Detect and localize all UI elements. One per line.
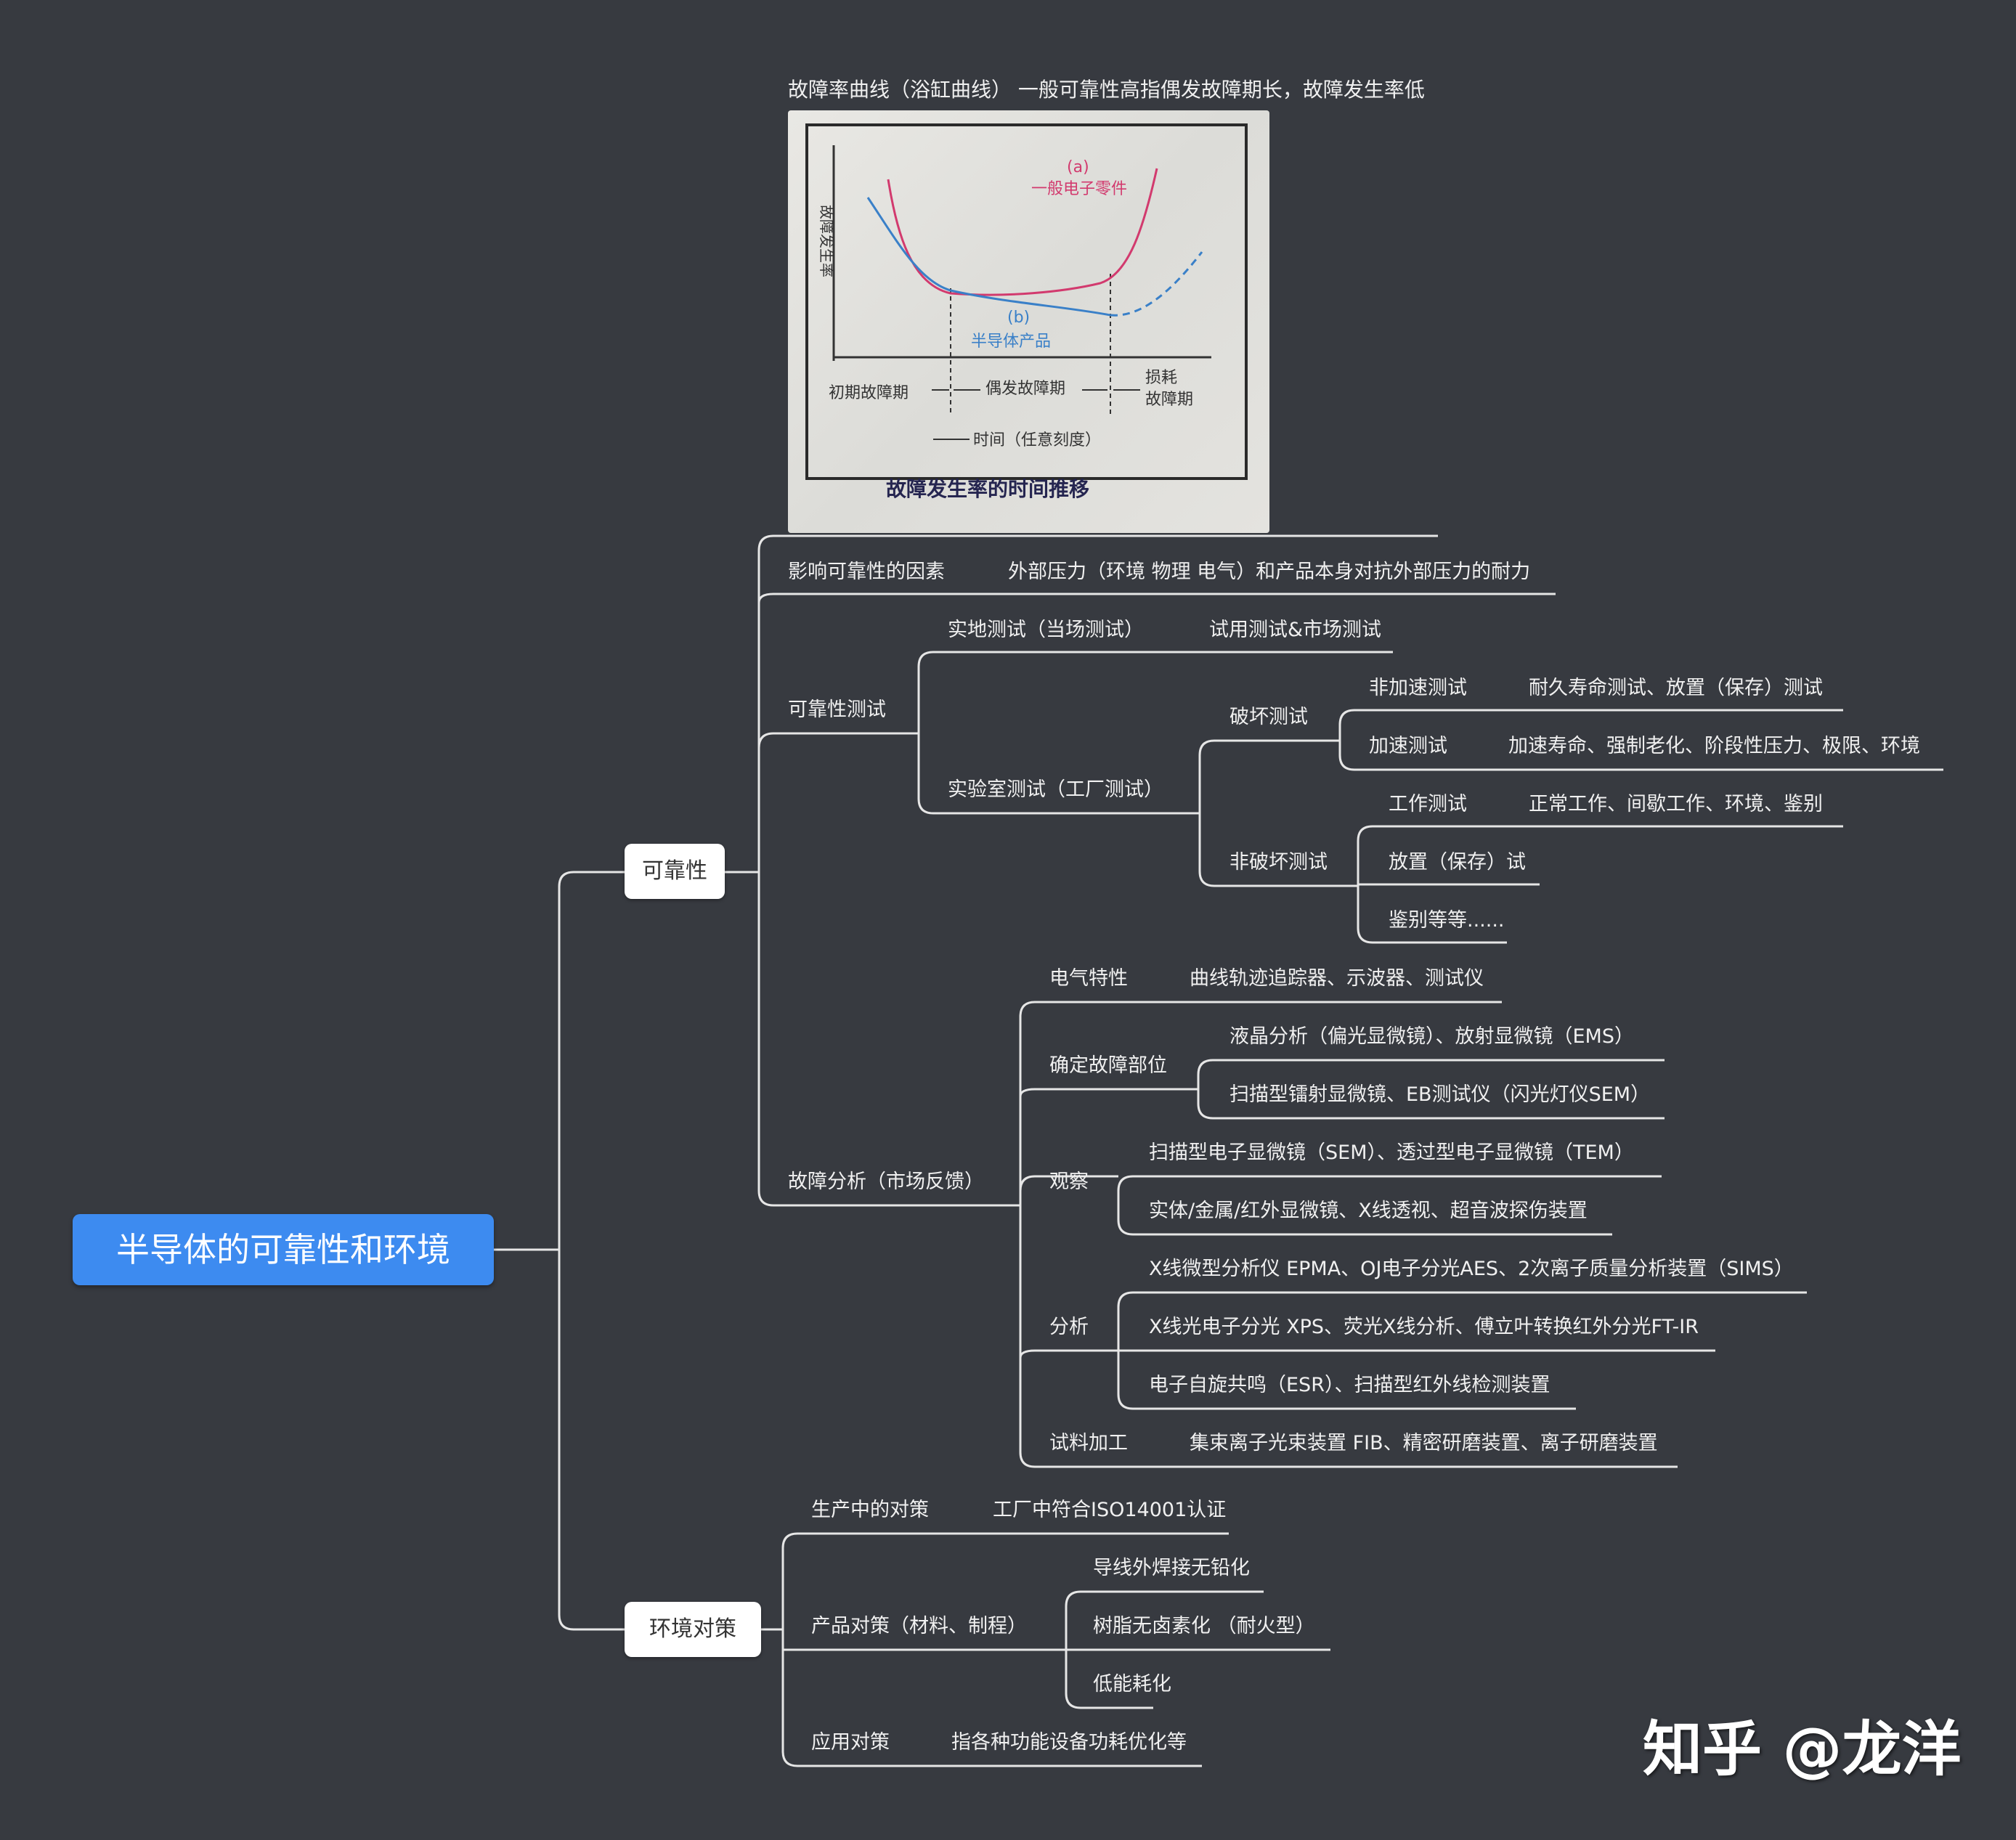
failure-analysis-label[interactable]: 故障分析（市场反馈）: [788, 1171, 984, 1193]
accel-label[interactable]: 加速测试: [1369, 735, 1447, 757]
phase-initial-label: 初期故障期: [829, 384, 909, 402]
observe-label[interactable]: 观察: [1049, 1171, 1089, 1193]
bathtub-curve-image: (a) 一般电子零件 (b) 半导体产品 故障发生率 初期故障期 偶发故障期 损…: [788, 110, 1269, 533]
analysis-label[interactable]: 分析: [1049, 1316, 1089, 1338]
application-desc[interactable]: 指各种功能设备功耗优化等: [951, 1731, 1187, 1754]
locate-item-1[interactable]: 液晶分析（偏光显微镜）、放射显微镜（EMS）: [1229, 1025, 1634, 1048]
analysis-item-1[interactable]: X线微型分析仪 EPMA、OJ电子分光AES、2次离子质量分析装置（SIMS）: [1149, 1258, 1794, 1280]
factors-label[interactable]: 影响可靠性的因素: [788, 561, 945, 583]
topic-reliability[interactable]: 可靠性: [625, 844, 725, 899]
root-topic[interactable]: 半导体的可靠性和环境: [73, 1214, 494, 1285]
reliability-test-label[interactable]: 可靠性测试: [788, 699, 886, 721]
analysis-item-3[interactable]: 电子自旋共鸣（ESR）、扫描型红外线检测装置: [1149, 1374, 1550, 1396]
curve-b: [866, 197, 1111, 317]
analysis-item-2[interactable]: X线光电子分光 XPS、荧光X线分析、傅立叶转换红外分光FT-IR: [1149, 1316, 1699, 1338]
non-accel-label[interactable]: 非加速测试: [1369, 677, 1467, 699]
production-label[interactable]: 生产中的对策: [811, 1499, 929, 1521]
curve-a-name: 一般电子零件: [1031, 180, 1127, 198]
phase-random-label: 偶发故障期: [985, 380, 1065, 398]
locate-label[interactable]: 确定故障部位: [1049, 1054, 1167, 1077]
identify-label[interactable]: 鉴别等等......: [1389, 909, 1505, 932]
production-desc[interactable]: 工厂中符合ISO14001认证: [993, 1499, 1227, 1521]
locate-item-2[interactable]: 扫描型镭射显微镜、EB测试仪（闪光灯仪SEM）: [1229, 1083, 1651, 1106]
phase-wear-label-1: 损耗: [1145, 369, 1177, 387]
x-axis-label: 时间（任意刻度）: [973, 431, 1101, 449]
product-label[interactable]: 产品对策（材料、制程）: [811, 1615, 1027, 1637]
curve-b-name: 半导体产品: [971, 333, 1051, 351]
phase-wear-label-2: 故障期: [1145, 391, 1193, 409]
storage-test-label[interactable]: 放置（保存）试: [1389, 851, 1526, 874]
sample-label[interactable]: 试料加工: [1049, 1432, 1128, 1454]
y-axis-label: 故障发生率: [818, 205, 835, 277]
product-item-3[interactable]: 低能耗化: [1093, 1673, 1171, 1696]
destructive-label[interactable]: 破坏测试: [1229, 706, 1308, 728]
non-accel-desc[interactable]: 耐久寿命测试、放置（保存）测试: [1529, 677, 1823, 699]
work-test-desc[interactable]: 正常工作、间歇工作、环境、鉴别: [1529, 793, 1823, 815]
electrical-label[interactable]: 电气特性: [1049, 967, 1128, 990]
curve-a-label: (a): [1067, 158, 1089, 176]
curve-note: 故障率曲线（浴缸曲线） 一般可靠性高指偶发故障期长，故障发生率低: [788, 78, 1425, 102]
curve-b-label: (b): [1007, 309, 1030, 327]
field-test-label[interactable]: 实地测试（当场测试）: [948, 619, 1144, 641]
sample-desc[interactable]: 集束离子光束装置 FIB、精密研磨装置、离子研磨装置: [1190, 1432, 1658, 1454]
curve-a: [887, 168, 1158, 296]
lab-test-label[interactable]: 实验室测试（工厂测试）: [948, 778, 1163, 801]
observe-item-1[interactable]: 扫描型电子显微镜（SEM）、透过型电子显微镜（TEM）: [1149, 1141, 1634, 1164]
observe-item-2[interactable]: 实体/金属/红外显微镜、X线透视、超音波探伤装置: [1149, 1200, 1588, 1222]
topic-environment[interactable]: 环境对策: [625, 1602, 761, 1657]
field-test-desc[interactable]: 试用测试&市场测试: [1209, 619, 1382, 641]
image-caption: 故障发生率的时间推移: [886, 477, 1089, 501]
product-item-2[interactable]: 树脂无卤素化 （耐火型）: [1093, 1615, 1315, 1637]
watermark: 知乎 @龙洋: [1643, 1715, 1962, 1784]
electrical-desc[interactable]: 曲线轨迹追踪器、示波器、测试仪: [1190, 967, 1484, 990]
accel-desc[interactable]: 加速寿命、强制老化、阶段性压力、极限、环境: [1508, 735, 1920, 757]
image-frame: [805, 123, 1248, 480]
non-destructive-label[interactable]: 非破坏测试: [1229, 851, 1328, 874]
application-label[interactable]: 应用对策: [811, 1731, 890, 1754]
product-item-1[interactable]: 导线外焊接无铅化: [1093, 1557, 1250, 1579]
work-test-label[interactable]: 工作测试: [1389, 793, 1467, 815]
factors-desc[interactable]: 外部压力（环境 物理 电气）和产品本身对抗外部压力的耐力: [1008, 561, 1531, 583]
